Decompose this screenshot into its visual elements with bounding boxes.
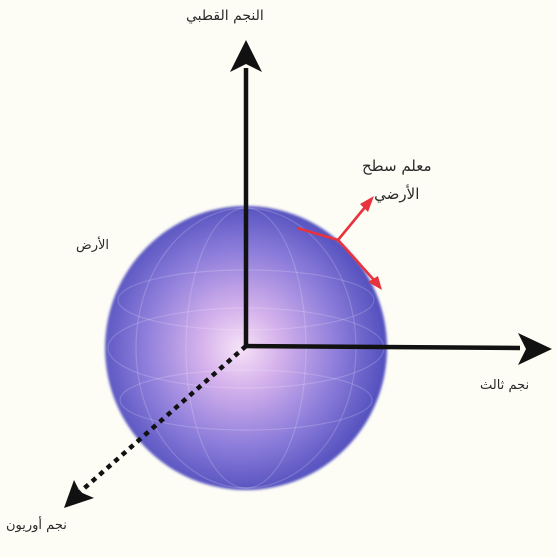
third-star-axis <box>243 333 552 365</box>
earth-label: الأرض <box>76 238 110 253</box>
third-star-label: نجم ثالث <box>480 378 530 393</box>
orion-star-axis <box>64 344 248 508</box>
polar-star-label: النجم القطبي <box>186 8 264 24</box>
polar-star-axis <box>230 40 262 346</box>
orion-star-label: نجم أوريون <box>6 518 67 533</box>
surface-frame-arrows <box>296 196 382 290</box>
